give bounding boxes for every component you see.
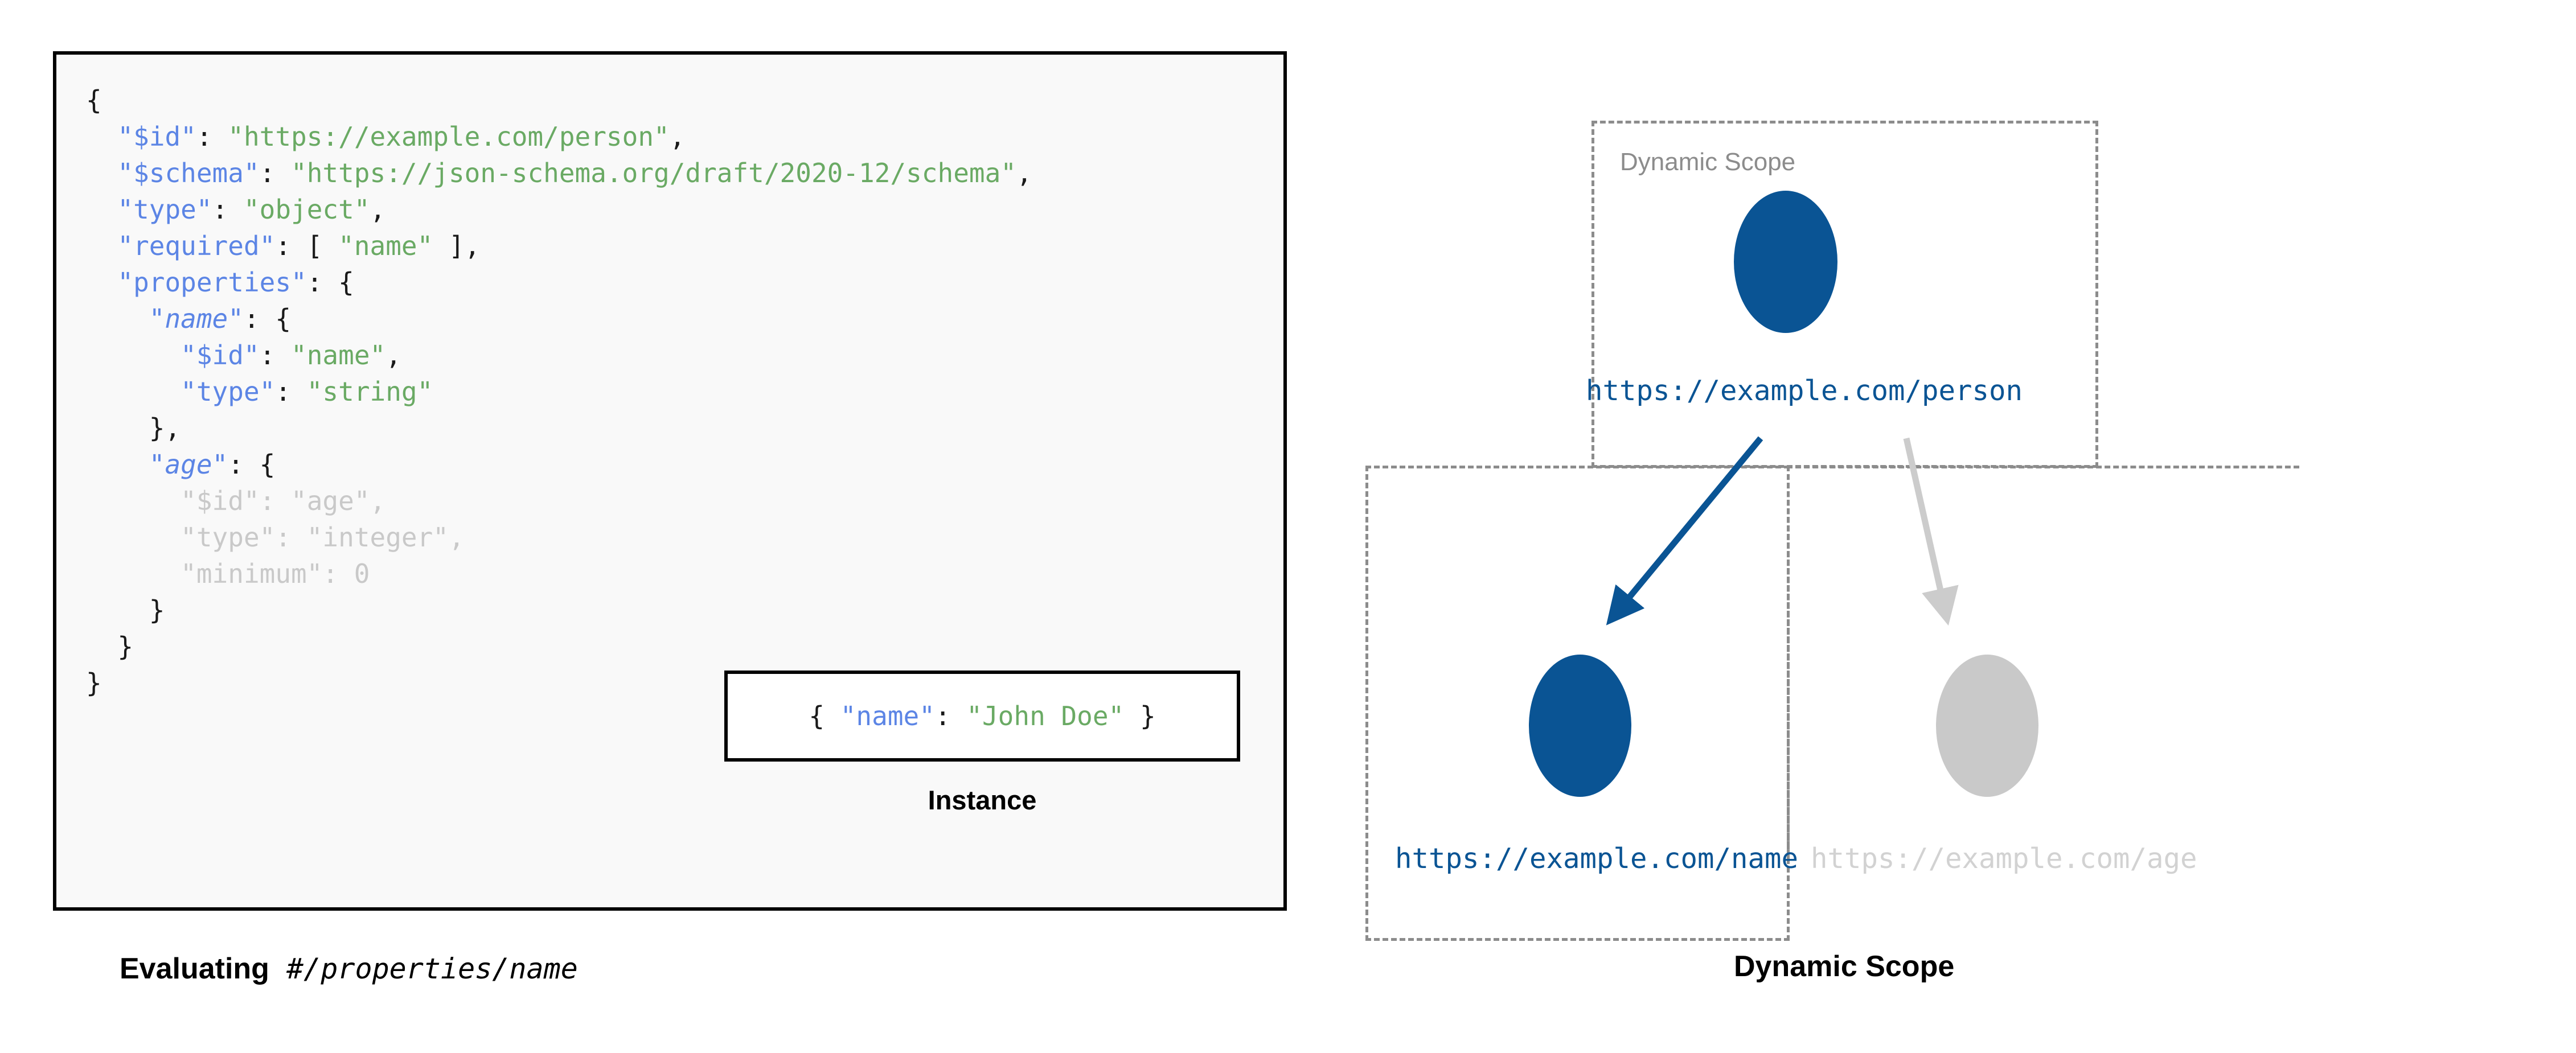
code-token: } <box>1124 701 1156 731</box>
diagram-arrows <box>1606 436 1959 626</box>
code-token: }, <box>149 413 181 443</box>
code-line: "name": { <box>86 301 1032 337</box>
code-line: "$id": "https://example.com/person", <box>86 118 1032 155</box>
node-person-label: https://example.com/person <box>1586 375 2023 407</box>
code-token: : <box>259 158 292 188</box>
code-line: } <box>86 665 1032 701</box>
code-token: "age" <box>291 486 370 516</box>
code-line: "type": "integer", <box>86 519 1032 556</box>
code-line: "required": [ "name" ], <box>86 228 1032 264</box>
schema-panel: { "$id": "https://example.com/person", "… <box>53 51 1287 911</box>
code-token: "name" <box>149 303 244 334</box>
code-token: "type" <box>117 194 212 225</box>
code-token: "$id" <box>181 340 260 371</box>
code-token: { <box>86 85 102 116</box>
code-line: "minimum": 0 <box>86 556 1032 592</box>
dynamic-scope-diagram: Dynamic Scope https://example.com/person… <box>1355 85 2574 941</box>
code-token: ], <box>433 231 481 261</box>
code-token: "required" <box>117 231 276 261</box>
code-token: : 0 <box>322 558 370 589</box>
code-token: "object" <box>243 194 370 225</box>
node-age-label: https://example.com/age <box>1811 842 2197 875</box>
code-line: "age": { <box>86 446 1032 483</box>
schema-code-block: { "$id": "https://example.com/person", "… <box>86 82 1032 701</box>
code-line: }, <box>86 410 1032 446</box>
code-token: } <box>117 631 134 662</box>
code-token: , <box>370 194 386 225</box>
code-token: , <box>385 340 401 371</box>
code-token: } <box>86 668 102 698</box>
code-token: : <box>196 121 228 152</box>
node-name-label: https://example.com/name <box>1395 842 1799 875</box>
code-line: "$schema": "https://json-schema.org/draf… <box>86 155 1032 191</box>
code-token: "name" <box>291 340 386 371</box>
code-token: } <box>149 595 165 626</box>
code-line: "$id": "name", <box>86 337 1032 373</box>
code-token: { <box>809 701 840 731</box>
node-name-circle <box>1529 655 1631 797</box>
code-token: "$schema" <box>117 158 260 188</box>
code-token: "properties" <box>117 267 307 298</box>
code-token: : [ <box>275 231 339 261</box>
scope-box-label: Dynamic Scope <box>1620 148 1796 176</box>
node-person-circle <box>1734 191 1837 333</box>
code-line: { <box>86 82 1032 118</box>
code-token: : <box>934 701 967 731</box>
code-token: "$id" <box>117 121 196 152</box>
right-panel-caption: Dynamic Scope <box>1734 950 1955 983</box>
edge-person-to-name <box>1606 436 1763 626</box>
code-token: : <box>212 194 244 225</box>
left-caption-bold: Evaluating <box>120 952 269 985</box>
edge-person-to-age <box>1903 437 1959 626</box>
code-token: , <box>669 121 686 152</box>
code-line: "type": "object", <box>86 191 1032 228</box>
instance-box: { "name": "John Doe" } <box>724 671 1240 762</box>
code-token: : { <box>228 449 276 480</box>
code-token: : <box>275 522 307 553</box>
code-token: : <box>275 376 307 407</box>
code-token: , <box>1016 158 1032 188</box>
code-token: "minimum" <box>181 558 323 589</box>
code-token: "integer" <box>306 522 449 553</box>
code-line: "$id": "age", <box>86 483 1032 519</box>
code-token: "https://json-schema.org/draft/2020-12/s… <box>291 158 1016 188</box>
left-panel-caption: Evaluating #/properties/name <box>120 952 578 986</box>
code-token: "name" <box>338 231 433 261</box>
code-token: , <box>448 522 465 553</box>
node-age-circle <box>1936 655 2038 797</box>
code-token: "age" <box>149 449 228 480</box>
code-token: , <box>370 486 386 516</box>
left-caption-pointer: #/properties/name <box>269 952 578 985</box>
code-token: "John Doe" <box>966 701 1125 731</box>
instance-caption: Instance <box>928 785 1037 815</box>
code-token: : <box>259 340 292 371</box>
code-line: } <box>86 628 1032 665</box>
code-line: "type": "string" <box>86 373 1032 410</box>
code-token: "https://example.com/person" <box>228 121 670 152</box>
code-token: "type" <box>181 522 276 553</box>
scope-box-age <box>1787 466 2299 858</box>
code-token: : <box>259 486 292 516</box>
code-token: "type" <box>181 376 276 407</box>
code-token: "string" <box>306 376 433 407</box>
instance-code: { "name": "John Doe" } <box>809 701 1155 731</box>
code-line: "properties": { <box>86 264 1032 301</box>
code-line: } <box>86 592 1032 628</box>
code-token: : { <box>243 303 292 334</box>
code-token: : { <box>306 267 354 298</box>
code-token: "$id" <box>181 486 260 516</box>
code-token: "name" <box>840 701 935 731</box>
